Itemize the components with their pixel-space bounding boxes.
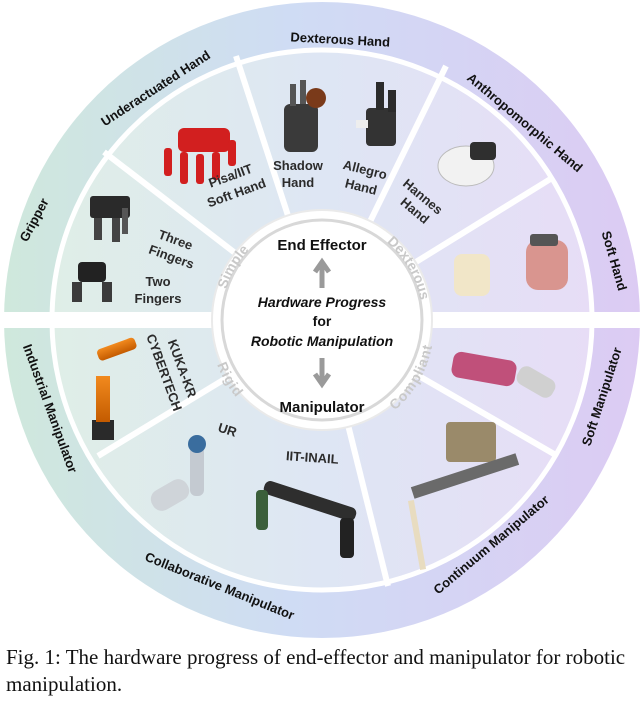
soft-manipulator-image <box>451 351 556 398</box>
soft-hand-image <box>454 234 568 296</box>
wheel-svg: Gripper Underactuated Hand Dexterous Han… <box>4 2 640 638</box>
svg-text:Fingers: Fingers <box>135 291 182 306</box>
figure-caption: Fig. 1: The hardware progress of end-eff… <box>6 645 626 696</box>
center-dial <box>220 218 424 422</box>
ur-arm-image <box>150 435 206 511</box>
center-title-line2: for <box>313 313 332 329</box>
ring-label-dexterous-hand: Dexterous Hand <box>290 29 390 49</box>
three-finger-gripper-image <box>90 196 130 242</box>
label-two-fingers: Two Fingers <box>135 274 182 306</box>
pisa-soft-hand-image <box>164 128 236 184</box>
shadow-hand-image <box>284 80 326 152</box>
label-shadow-hand: Shadow Hand <box>273 158 324 190</box>
two-finger-gripper-image <box>72 262 112 302</box>
center-title-line3: Robotic Manipulation <box>251 333 393 349</box>
svg-text:Hand: Hand <box>282 175 315 190</box>
wheel-figure: Gripper Underactuated Hand Dexterous Han… <box>4 2 640 638</box>
svg-text:Two: Two <box>145 274 170 289</box>
continuum-manipulator-image <box>407 422 520 570</box>
down-arrow-icon <box>312 358 332 389</box>
allegro-hand-image <box>356 82 396 146</box>
label-iit-inail: IIT-INAIL <box>285 448 339 467</box>
up-arrow-icon <box>312 257 332 288</box>
hannes-hand-image <box>437 142 496 187</box>
label-ur: UR <box>216 420 239 440</box>
iit-inail-arm-image <box>256 481 357 558</box>
svg-text:Shadow: Shadow <box>273 158 324 173</box>
center-title-line1: Hardware Progress <box>258 294 387 310</box>
center-manipulator: Manipulator <box>280 399 365 416</box>
center-end-effector: End Effector <box>277 237 366 254</box>
kuka-arm-image <box>92 337 137 440</box>
